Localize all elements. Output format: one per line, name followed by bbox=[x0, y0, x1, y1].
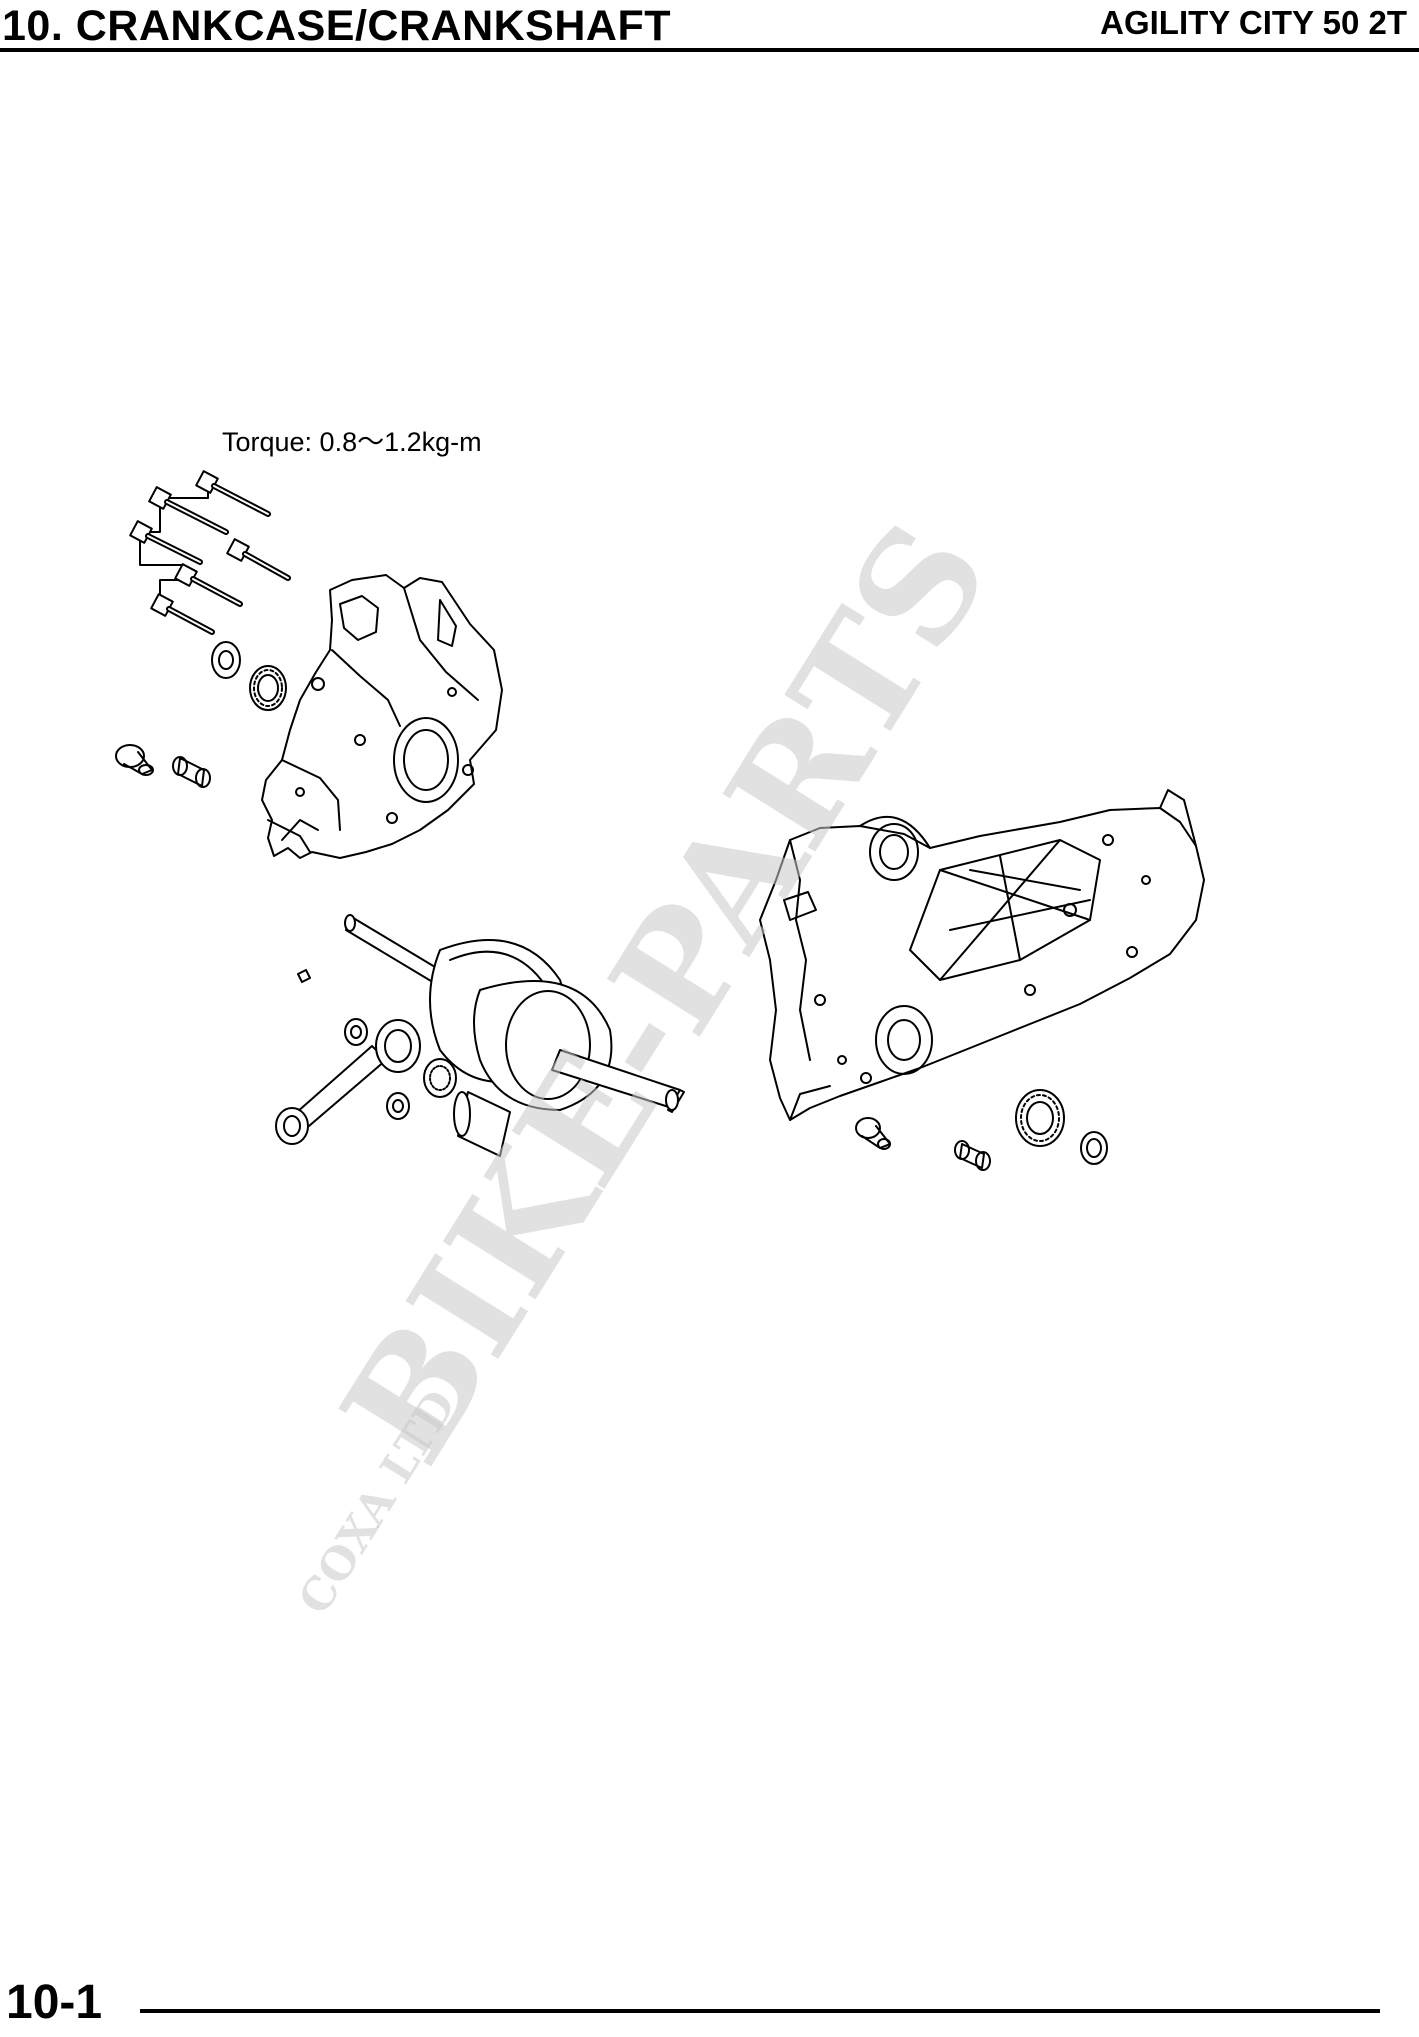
bearing bbox=[249, 665, 287, 711]
page-header: 10. CRANKCASE/CRANKSHAFT AGILITY CITY 50… bbox=[0, 0, 1419, 58]
torque-note: Torque: 0.8～1.2kg-m bbox=[222, 427, 482, 457]
oil-seal bbox=[211, 641, 241, 679]
right-crankcase bbox=[261, 574, 503, 859]
woodruff-key bbox=[297, 969, 311, 983]
bolt bbox=[150, 593, 215, 635]
washer bbox=[344, 1018, 368, 1046]
bolt bbox=[129, 520, 203, 565]
piston-pin bbox=[453, 1091, 511, 1157]
connecting-rod bbox=[275, 1019, 421, 1145]
dowel-pin bbox=[115, 744, 154, 776]
model-name: AGILITY CITY 50 2T bbox=[1100, 4, 1407, 41]
dowel-pin bbox=[855, 1117, 891, 1150]
bearing bbox=[1015, 1089, 1065, 1147]
bolt bbox=[174, 563, 243, 607]
washer bbox=[386, 1092, 410, 1120]
crankshaft bbox=[344, 914, 685, 1113]
page-footer: 10-1 bbox=[0, 1975, 1419, 2037]
oil-seal bbox=[1080, 1131, 1108, 1165]
footer-rule bbox=[140, 2009, 1380, 2013]
bolt bbox=[148, 486, 229, 535]
needle-bearing bbox=[423, 1058, 457, 1098]
collar bbox=[172, 756, 211, 788]
collar bbox=[954, 1140, 991, 1171]
header-rule bbox=[0, 48, 1419, 52]
left-crankcase bbox=[759, 789, 1205, 1121]
chapter-title: 10. CRANKCASE/CRANKSHAFT bbox=[2, 2, 671, 50]
page-number: 10-1 bbox=[6, 1976, 103, 2029]
bolt bbox=[226, 538, 291, 581]
bolt bbox=[195, 470, 271, 517]
